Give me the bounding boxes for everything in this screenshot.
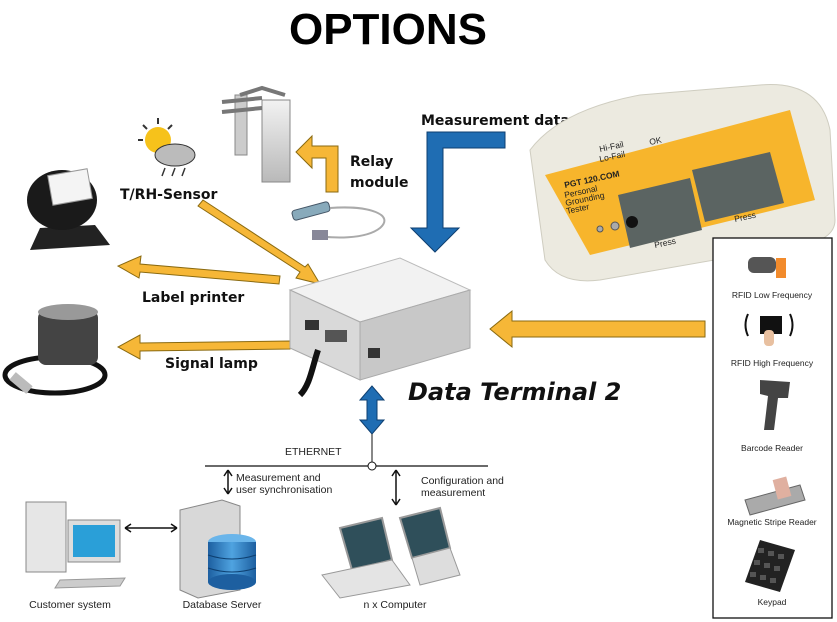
keypad-item: Keypad — [745, 540, 795, 607]
device-press-2: Press — [733, 210, 756, 224]
relay-arrow — [295, 134, 339, 193]
weather-sun-cloud-icon — [138, 118, 196, 177]
magstripe-reader-icon — [744, 476, 806, 516]
ethernet-connection-arrow — [358, 385, 386, 435]
label-printer-label: Label printer — [142, 290, 244, 306]
rfid-high-frequency-item: RFID High Frequency — [731, 313, 814, 368]
computers-label: n x Computer — [363, 599, 427, 611]
data-terminal-image — [288, 257, 472, 398]
database-server-icon — [179, 499, 257, 599]
laptops-icon — [321, 506, 461, 599]
identification-arrow — [489, 309, 706, 349]
config-label-line2: measurement — [421, 487, 485, 499]
sync-double-arrow — [223, 469, 233, 495]
svg-text:RFID Low Frequency: RFID Low Frequency — [732, 290, 813, 300]
signal-lamp-arrow — [116, 334, 291, 360]
svg-text:Barcode Reader: Barcode Reader — [741, 443, 803, 453]
rfid-low-frequency-item: RFID Low Frequency — [732, 257, 813, 300]
svg-text:Keypad: Keypad — [758, 597, 787, 607]
barcode-scanner-icon — [760, 380, 790, 430]
sync-label-line1: Measurement and — [236, 472, 321, 484]
sync-label-line2: user synchronisation — [236, 484, 332, 496]
relay-label-line1: Relay — [350, 154, 393, 170]
customer-system-icon — [25, 501, 126, 589]
sensor-label: T/RH-Sensor — [120, 187, 217, 203]
measurement-data-arrow — [409, 131, 506, 253]
customer-system-label: Customer system — [29, 599, 111, 611]
rfid-card-icon — [744, 313, 794, 346]
ethernet-label: ETHERNET — [285, 446, 342, 458]
device-ok: OK — [648, 135, 662, 147]
magnetic-stripe-reader-item: Magnetic Stripe Reader — [727, 476, 817, 527]
device-press-1: Press — [653, 236, 676, 250]
turnstile-image — [221, 85, 291, 183]
config-label-line1: Configuration and — [421, 475, 504, 487]
page-title: OPTIONS — [289, 5, 487, 54]
database-server-label: Database Server — [183, 599, 262, 611]
grounding-tester-device: PGT 120.COM Personal Grounding Tester Hi… — [529, 84, 836, 282]
data-terminal-label: Data Terminal 2 — [408, 378, 621, 406]
svg-text:Magnetic Stripe Reader: Magnetic Stripe Reader — [727, 517, 816, 527]
rfid-reader-icon — [748, 257, 786, 278]
signal-lamp-image — [2, 304, 108, 396]
label-printer-arrow — [116, 255, 281, 285]
relay-label-line2: module — [350, 175, 409, 191]
measurement-data-label: Measurement data — [421, 113, 570, 129]
label-printer-image — [27, 168, 110, 250]
keypad-icon — [745, 540, 795, 592]
device-line4: Tester — [565, 201, 590, 216]
customer-db-double-arrow — [124, 523, 178, 533]
signal-lamp-label: Signal lamp — [165, 356, 258, 372]
svg-text:RFID High Frequency: RFID High Frequency — [731, 358, 814, 368]
ethernet-node — [367, 461, 377, 471]
relay-module-image — [291, 201, 386, 240]
identification-options-panel: RFID Low Frequency RFID High Frequency B… — [712, 237, 833, 619]
config-double-arrow — [391, 469, 401, 506]
barcode-reader-item: Barcode Reader — [741, 380, 803, 453]
sensor-arrow — [197, 199, 322, 285]
